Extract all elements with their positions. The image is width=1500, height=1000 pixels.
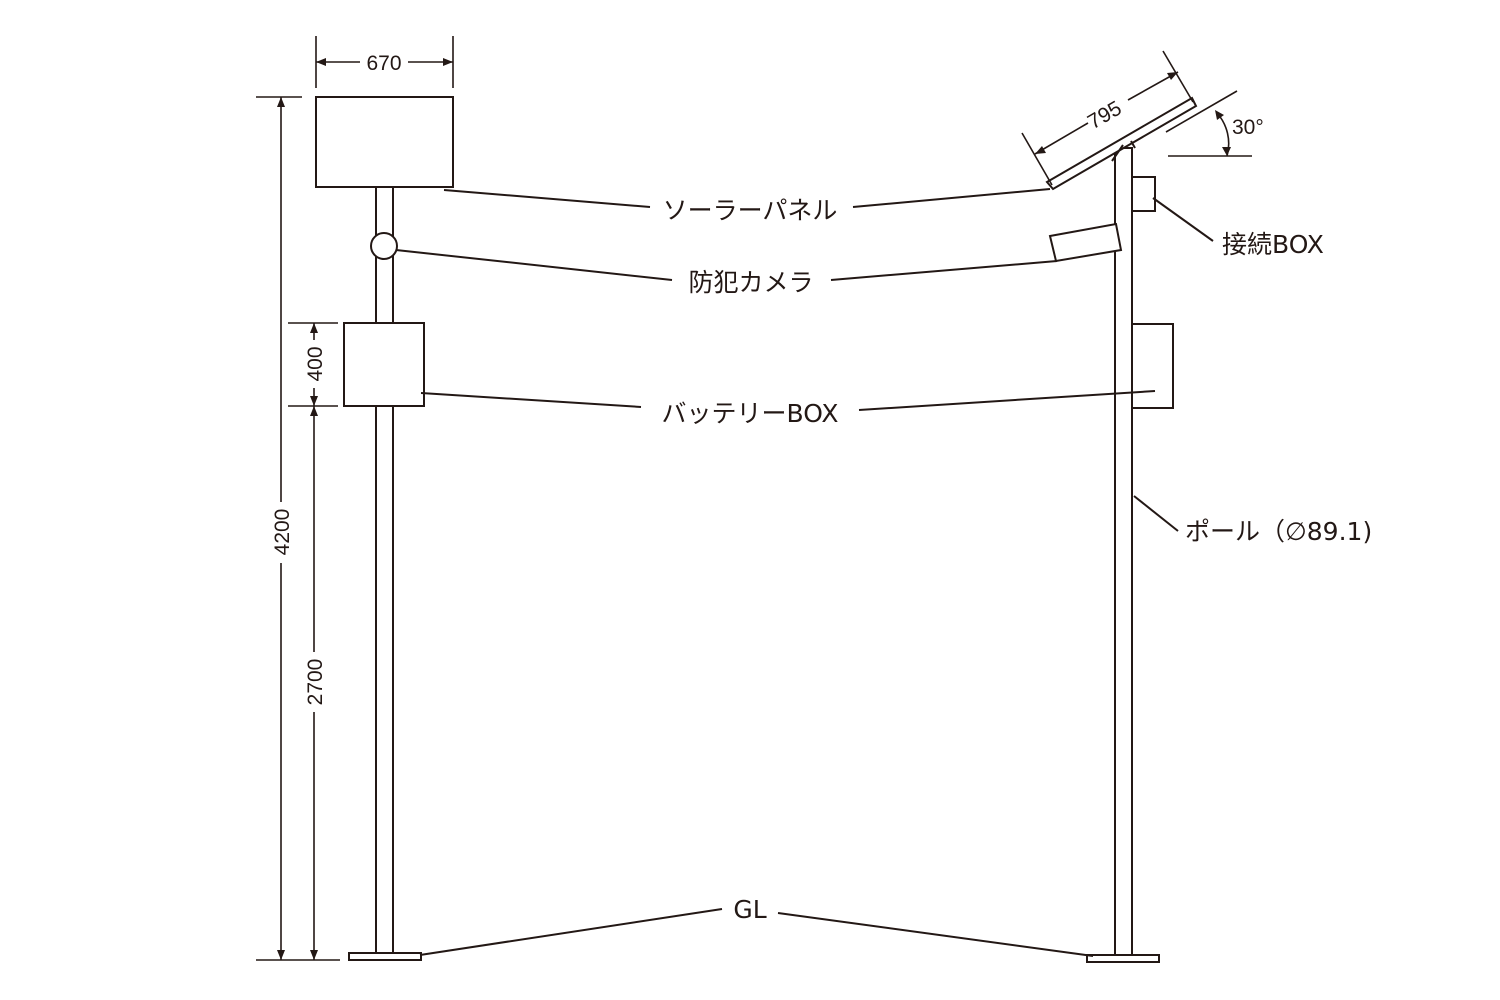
side-camera xyxy=(1048,222,1123,263)
label-camera: 防犯カメラ xyxy=(688,268,813,297)
front-base-plate xyxy=(348,952,422,961)
label-pole: ポール（∅89.1) xyxy=(1185,517,1372,546)
side-view xyxy=(1045,96,1198,963)
front-solar-panel xyxy=(315,96,454,188)
dim-total-height-value: 4200 xyxy=(271,509,294,556)
dim-battery-mount-height-value: 2700 xyxy=(304,659,327,706)
dim-tilt-angle-value: 30° xyxy=(1232,116,1264,139)
front-battery-box xyxy=(343,322,425,407)
dim-tilt-angle: 30° xyxy=(1165,90,1264,157)
side-battery-box xyxy=(1131,323,1174,409)
front-pole xyxy=(375,186,394,954)
side-junction-box xyxy=(1131,176,1156,212)
dim-battery-height-value: 400 xyxy=(304,346,327,381)
side-base-plate xyxy=(1086,954,1160,963)
dim-panel-width: 670 xyxy=(315,36,454,88)
front-camera xyxy=(370,232,398,260)
dim-battery-height: 400 xyxy=(288,322,338,407)
side-pole xyxy=(1114,147,1133,956)
label-ground-level: GL xyxy=(733,895,766,924)
dim-panel-length-value: 795 xyxy=(1084,97,1126,134)
dim-total-height: 4200 xyxy=(256,96,340,961)
label-battery-box: バッテリーBOX xyxy=(662,399,839,428)
label-junction-box: 接続BOX xyxy=(1222,230,1324,259)
leader-lines xyxy=(395,188,1214,957)
dim-battery-mount-height: 2700 xyxy=(304,406,327,960)
front-view xyxy=(315,96,454,961)
side-solar-panel xyxy=(1045,96,1198,191)
label-solar-panel: ソーラーパネル xyxy=(663,196,838,225)
dim-panel-width-value: 670 xyxy=(366,52,401,75)
